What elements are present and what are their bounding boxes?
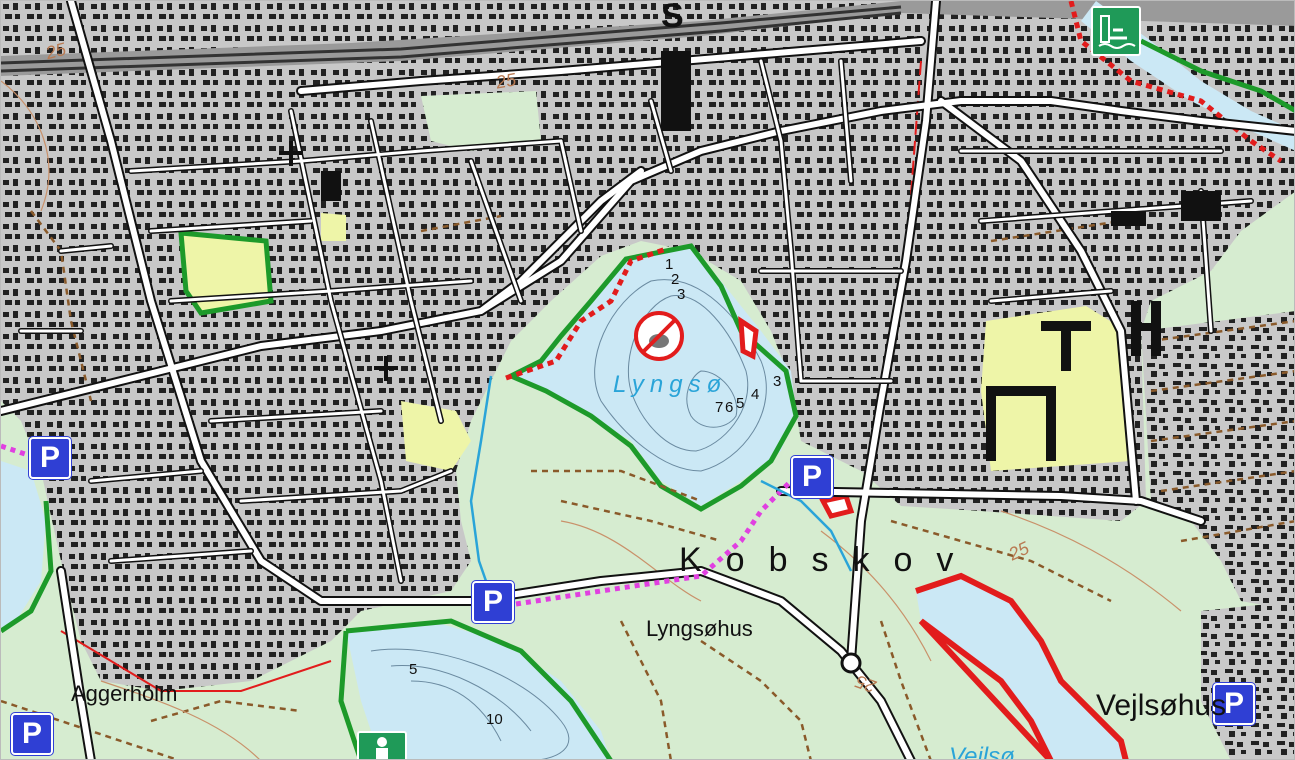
protected-border: [1, 500, 54, 634]
no-swimming-icon: [634, 311, 684, 361]
depth-label: 5: [736, 395, 745, 412]
stream-line: [469, 375, 493, 582]
lake-west: [1, 461, 46, 631]
depth-label: 10: [486, 711, 503, 728]
park: [421, 91, 541, 151]
park: [321, 213, 346, 241]
red-blob: [819, 493, 855, 519]
protected-border: [1139, 38, 1294, 113]
parking-icon[interactable]: P: [29, 437, 71, 479]
red-trail: [505, 246, 667, 381]
railway-line: [1, 11, 902, 73]
stream-line: [760, 479, 853, 572]
church-icon: [279, 141, 303, 166]
lyngsohus-label[interactable]: Lyngsøhus: [646, 616, 753, 641]
depth-label: 7: [715, 399, 724, 416]
church-icon: [374, 356, 398, 381]
parking-icon[interactable]: P: [11, 713, 53, 755]
protected-border: [345, 618, 613, 759]
depth-label: 3: [773, 373, 782, 390]
depth-label: 3: [677, 286, 686, 303]
lake-vejlso-label[interactable]: Vejlsø: [949, 743, 1015, 760]
parking-icon[interactable]: P: [472, 581, 514, 623]
depth-label: 5: [409, 661, 418, 678]
forest-paths: [1, 210, 1294, 759]
lake-lyngso: [511, 246, 796, 506]
depth-label: 2: [671, 271, 680, 288]
kobskov-label[interactable]: Kobskov: [679, 541, 978, 579]
red-trail: [1068, 1, 1283, 164]
urban-area-southeast: [1141, 311, 1294, 611]
contour-label: 25: [494, 69, 518, 93]
vejlsohus-label[interactable]: Vejlsøhus: [1096, 689, 1227, 722]
red-boundary: [60, 630, 332, 692]
railway-letter-label: S: [661, 0, 684, 35]
depth-label: 6: [725, 399, 734, 416]
park: [178, 230, 274, 316]
toilet-icon[interactable]: [357, 731, 407, 759]
lake-vejlso: [916, 576, 1126, 759]
park: [401, 401, 471, 471]
magenta-route: [515, 469, 803, 607]
swimming-facility-icon[interactable]: [1091, 6, 1141, 56]
railway-line: [1, 5, 902, 65]
protected-border: [338, 630, 363, 759]
roundabout: [840, 652, 862, 674]
lake-southwest: [346, 621, 611, 759]
depth-label: 4: [751, 386, 760, 403]
parking-icon[interactable]: P: [791, 456, 833, 498]
parking-icon[interactable]: P: [1213, 683, 1255, 725]
aggerholm-label[interactable]: Aggerholm: [71, 681, 178, 706]
depth-label: 1: [665, 256, 674, 273]
large-buildings: [321, 51, 1221, 461]
railway-yard: [1, 1, 1294, 76]
red-boundary-vejlso: [915, 572, 1129, 759]
red-blob: [738, 316, 759, 360]
protected-border: [505, 243, 799, 512]
lake-lyngso-label[interactable]: Lyngsø: [613, 371, 728, 398]
